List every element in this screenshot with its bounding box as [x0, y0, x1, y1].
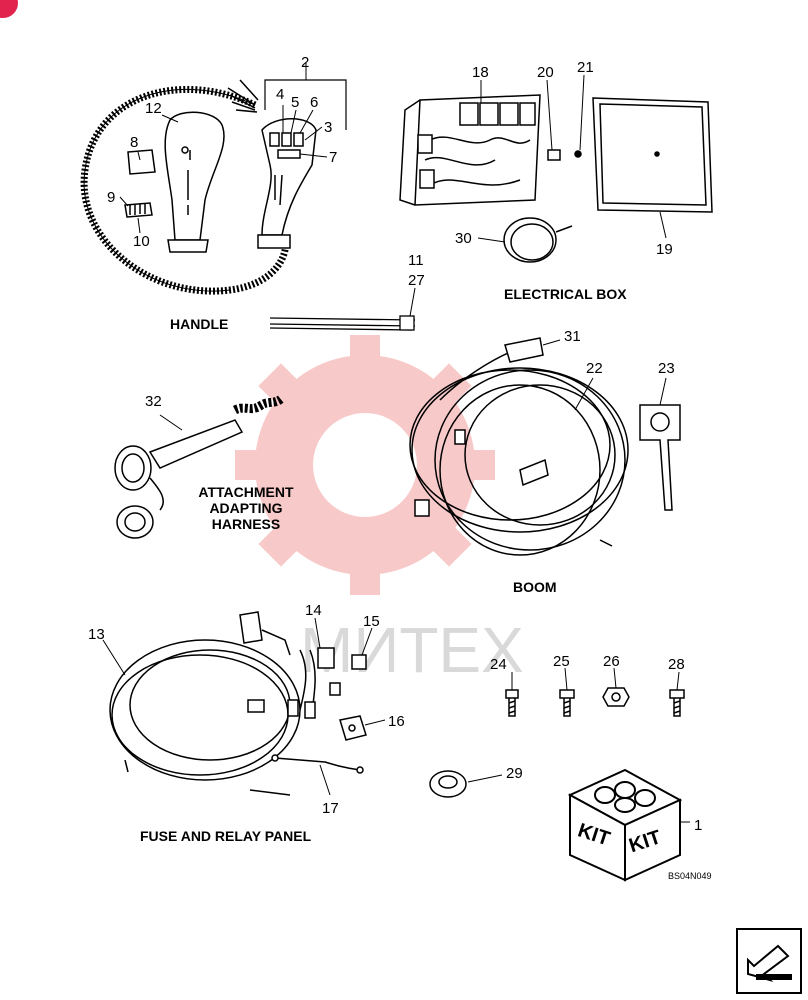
callout-6: 6: [310, 94, 318, 111]
callout-5: 5: [291, 94, 299, 111]
callout-18: 18: [472, 64, 489, 81]
attachment-harness-group: [114, 394, 286, 539]
callout-13: 13: [88, 626, 105, 643]
callout-26: 26: [603, 653, 620, 670]
fuse-relay-panel-group: [102, 611, 386, 796]
callout-1: 1: [694, 817, 702, 834]
bracket-part: [639, 404, 681, 511]
callout-31: 31: [564, 328, 581, 345]
callout-17: 17: [322, 800, 339, 817]
drawing-code: BS04N049: [668, 871, 712, 881]
callout-25: 25: [553, 653, 570, 670]
callout-8: 8: [130, 134, 138, 151]
callout-12: 12: [145, 100, 162, 117]
callout-23: 23: [658, 360, 675, 377]
strap-part: [269, 287, 416, 331]
callout-2: 2: [301, 54, 309, 71]
hardware-group: [429, 667, 685, 798]
callout-24: 24: [490, 656, 507, 673]
corner-badge-icon: [0, 0, 18, 18]
callout-28: 28: [668, 656, 685, 673]
group-label-handle: HANDLE: [170, 316, 228, 332]
callout-14: 14: [305, 602, 322, 619]
watermark-text: МИТЕХ: [300, 614, 524, 686]
group-label-attachment-3: HARNESS: [212, 516, 280, 532]
callout-4: 4: [276, 86, 284, 103]
callout-27: 27: [408, 272, 425, 289]
callout-7: 7: [329, 149, 337, 166]
return-arrow-icon[interactable]: [736, 928, 802, 994]
callout-30: 30: [455, 230, 472, 247]
group-label-attachment-2: ADAPTING: [209, 500, 282, 516]
kit-box-group: [567, 768, 690, 882]
callout-11: 11: [408, 252, 424, 269]
handle-grip-part: [261, 118, 317, 236]
group-label-attachment-1: ATTACHMENT: [198, 484, 294, 500]
watermark-gear-icon: [235, 335, 495, 595]
callout-29: 29: [506, 765, 523, 782]
callout-19: 19: [656, 241, 673, 258]
callout-21: 21: [577, 59, 594, 76]
handle-cover-part: [164, 111, 225, 241]
group-label-boom: BOOM: [513, 579, 557, 595]
group-label-electrical-box: ELECTRICAL BOX: [504, 286, 627, 302]
callout-9: 9: [107, 189, 115, 206]
callout-15: 15: [363, 613, 380, 630]
callout-3: 3: [324, 119, 332, 136]
group-label-fuse-relay-panel: FUSE AND RELAY PANEL: [140, 828, 312, 844]
boom-harness-group: [409, 337, 681, 556]
callout-32: 32: [145, 393, 162, 410]
callout-16: 16: [388, 713, 405, 730]
callout-10: 10: [133, 233, 150, 250]
callout-20: 20: [537, 64, 554, 81]
electrical-box-group: [399, 74, 713, 263]
handle-group: [80, 63, 347, 295]
panel-cover-part: [592, 97, 713, 213]
callout-22: 22: [586, 360, 603, 377]
